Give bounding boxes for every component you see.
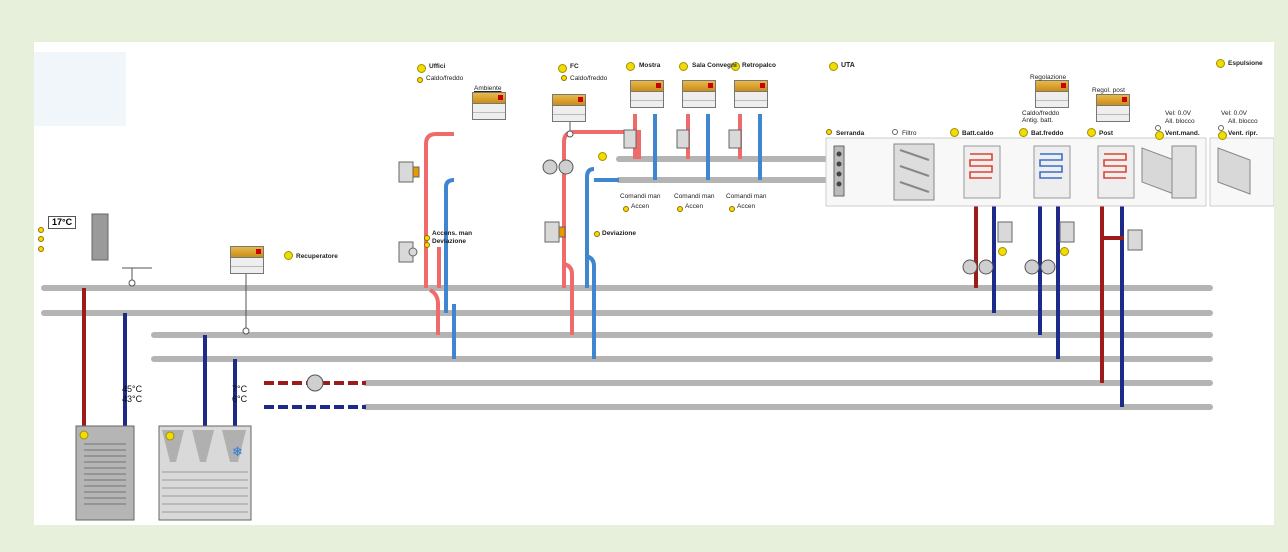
fc-branch	[562, 130, 641, 359]
uffici-mode-label: Caldo/freddo	[426, 75, 464, 82]
uffici-status-2: Deviazione	[432, 238, 466, 245]
zone-fc-label: FC	[570, 63, 579, 70]
control-panel-icon[interactable]	[230, 246, 264, 274]
ahu-section-vent-mand: Vent.mand.	[1165, 130, 1200, 137]
status-indicator	[424, 235, 430, 241]
pumps	[306, 159, 1056, 392]
sensors	[122, 122, 574, 335]
status-indicator	[829, 62, 838, 71]
status-indicator	[729, 206, 735, 212]
ahu-casing	[825, 137, 1274, 207]
control-panel-icon[interactable]	[1096, 94, 1130, 122]
vent-ripr-vel: Vel: 0.0V	[1221, 110, 1248, 117]
status-indicator	[1155, 131, 1164, 140]
status-indicator	[38, 227, 44, 233]
status-indicator	[998, 247, 1007, 256]
comandi-label-1: Comandi man	[620, 193, 661, 200]
status-indicator	[417, 64, 426, 73]
status-indicator	[1087, 128, 1096, 137]
zone-uffici-label: Uffici	[429, 63, 446, 70]
header-pipes	[41, 156, 1213, 410]
status-indicator	[561, 75, 567, 81]
comandi-label-2: Comandi man	[674, 193, 715, 200]
status-indicator	[1216, 59, 1225, 68]
status-indicator	[598, 152, 607, 161]
status-indicator	[892, 129, 898, 135]
fc-mode-label: Caldo/freddo	[570, 75, 608, 82]
fan-icon	[1217, 147, 1251, 195]
control-panel-icon[interactable]	[472, 92, 506, 120]
placeholder-tile	[34, 52, 126, 126]
control-panel-icon[interactable]	[552, 94, 586, 122]
vent-mand-vel: Vel: 0.0V	[1165, 110, 1192, 117]
regol-post-label: Regol. post	[1092, 87, 1125, 94]
ahu-section-vent-ripr: Vent. ripr.	[1228, 130, 1258, 137]
ahu-section-serranda: Serranda	[836, 130, 865, 137]
piping-diagram: ❄	[34, 52, 1274, 521]
valves	[398, 129, 1143, 263]
status-indicator	[950, 128, 959, 137]
status-indicator	[626, 62, 635, 71]
status-indicator	[1155, 125, 1161, 131]
status-indicator	[594, 231, 600, 237]
ahu-section-bat-freddo: Bat.freddo	[1031, 130, 1064, 137]
chiller-return-temp: 6°C	[232, 394, 248, 404]
hvac-schematic: ❄ Uffici Caldo/freddo Ambiente FC Caldo/…	[34, 42, 1274, 525]
status-indicator	[38, 236, 44, 242]
control-panel-icon[interactable]	[630, 80, 664, 108]
sensor-icon	[91, 213, 109, 261]
control-panel-icon[interactable]	[1035, 80, 1069, 108]
regolazione-title: Regolazione	[1030, 74, 1067, 81]
status-indicator	[826, 129, 832, 135]
status-indicator	[623, 206, 629, 212]
snowflake-icon: ❄	[232, 444, 243, 459]
comandi-state-1: Accen	[631, 203, 650, 210]
recuperatore-label: Recuperatore	[296, 253, 338, 260]
uffici-branch	[424, 132, 456, 359]
regolazione-item-1: Caldo/freddo	[1022, 110, 1060, 117]
zone-uta-label: UTA	[841, 62, 855, 69]
zone-espulsione-label: Espulsione	[1228, 60, 1263, 67]
regolazione-item-2: Antig. batt.	[1022, 117, 1054, 124]
ahu-section-filtro: Filtro	[902, 130, 917, 137]
zone-sala-label: Sala Convegni	[692, 62, 737, 69]
status-indicator	[731, 62, 740, 71]
chiller-supply-temp: 7°C	[232, 384, 248, 394]
uffici-status-1: Accens. man	[432, 230, 473, 237]
boiler-return-temp: 43°C	[122, 394, 143, 404]
control-panel-icon[interactable]	[734, 80, 768, 108]
outdoor-temp: 17°C	[48, 216, 77, 229]
status-indicator	[417, 77, 423, 83]
status-indicator	[679, 62, 688, 71]
status-indicator	[38, 246, 44, 252]
status-indicator	[424, 242, 430, 248]
status-indicator	[284, 251, 293, 260]
control-panel-icon[interactable]	[682, 80, 716, 108]
status-indicator	[1218, 125, 1224, 131]
uffici-panel-label: Ambiente	[474, 85, 502, 92]
comandi-label-3: Comandi man	[726, 193, 767, 200]
zone-mostra-label: Mostra	[639, 62, 661, 69]
comandi-state-3: Accen	[737, 203, 756, 210]
zone-retropalco-label: Retropalco	[742, 62, 776, 69]
vent-ripr-blocco: All. blocco	[1228, 118, 1258, 125]
status-indicator	[677, 206, 683, 212]
vent-mand-blocco: All. blocco	[1165, 118, 1195, 125]
ahu-section-post: Post	[1099, 130, 1114, 137]
status-indicator	[1218, 131, 1227, 140]
fc-status: Deviazione	[602, 230, 636, 237]
status-indicator	[1060, 247, 1069, 256]
status-indicator	[558, 64, 567, 73]
uta-coil-piping	[974, 202, 1124, 407]
comandi-state-2: Accen	[685, 203, 704, 210]
ahu-section-batt-caldo: Batt.caldo	[962, 130, 994, 137]
boiler-icon	[75, 425, 135, 521]
status-indicator	[1019, 128, 1028, 137]
chiller-icon: ❄	[158, 425, 252, 521]
boiler-supply-temp: 45°C	[122, 384, 143, 394]
